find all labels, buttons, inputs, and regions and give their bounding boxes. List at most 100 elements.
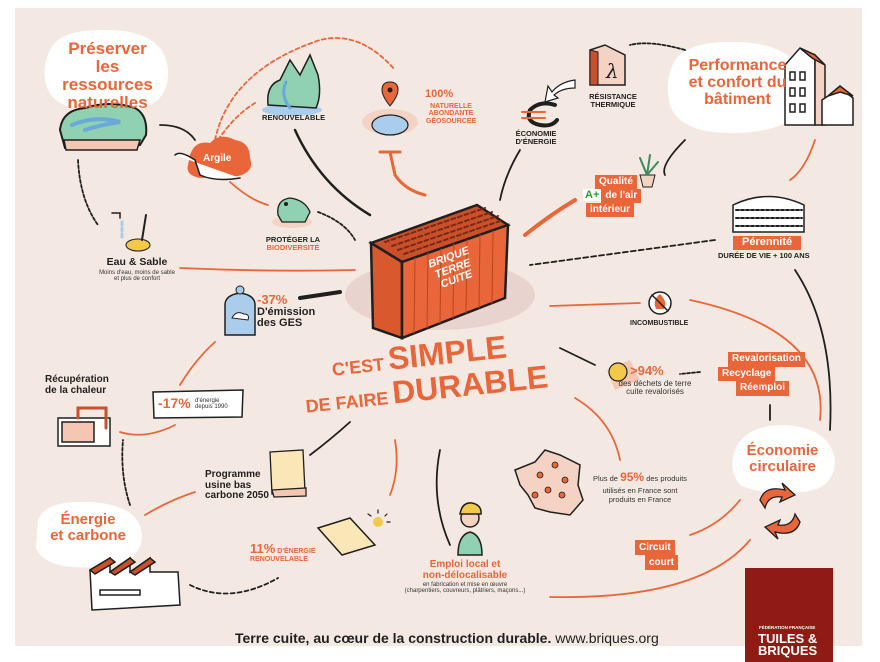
location-pin-icon <box>362 81 427 197</box>
programme-line: carbone 2050 <box>205 490 269 501</box>
slogan-part1: C'EST <box>330 354 386 380</box>
dechets-line1: des déchets de terre <box>618 379 692 388</box>
renouvelable-11-line1: D'ÉNERGIE <box>277 548 316 555</box>
footer: Terre cuite, au cœur de la construction … <box>235 631 659 646</box>
naturelle-text: NATURELLE ABONDANTE GÉOSOURCÉE <box>418 103 484 125</box>
qualite-line1: Qualité <box>595 175 637 189</box>
economie-energie-line1: ÉCONOMIE <box>515 129 557 138</box>
renouvelable-11-line2: RENOUVELABLE <box>250 555 308 563</box>
produits-prefix: Plus de <box>592 474 618 483</box>
revalorisation-item: Réemploi <box>736 381 790 396</box>
hand-icon <box>174 152 241 181</box>
economie-circulaire-title: Économie circulaire <box>735 443 830 475</box>
thermal-resistance-icon: λ <box>589 44 626 86</box>
circuit-line1: Circuit <box>635 540 675 555</box>
energie-carbone-title: Énergie et carbone <box>38 512 138 544</box>
biodiversite-line1: PROTÉGER LA <box>265 235 321 244</box>
biodiversite-label: PROTÉGER LA BIODIVERSITÉ <box>258 236 328 252</box>
bubble-preserver <box>44 29 169 113</box>
logo-line2: BRIQUES <box>758 643 818 659</box>
qualite-air-label: Qualité A+de l'air intérieur <box>583 175 642 217</box>
svg-text:λ: λ <box>605 59 619 83</box>
eau-sable-label: Eau & Sable Moins d'eau, moins de sable … <box>92 256 182 283</box>
perennite-label: Pérennité <box>733 233 802 250</box>
dechets-percent: >94% <box>630 363 664 378</box>
energie-17-line2: depuis 1990 <box>195 404 228 411</box>
recycle-icon <box>759 482 801 540</box>
performance-line: Performance <box>688 57 787 74</box>
economie-energie-line2: D'ÉNERGIE <box>515 136 557 146</box>
chaleur-line1: Récupération <box>45 374 109 385</box>
logo-top: FÉDÉRATION FRANÇAISE <box>759 625 816 630</box>
energie-17-text: d'énergie depuis 1990 <box>195 398 228 411</box>
naturelle-percent: 100% <box>425 88 454 100</box>
heat-recovery-icon <box>57 406 111 447</box>
produits-line3: produits en France <box>608 495 672 505</box>
houses-icon <box>784 47 854 126</box>
preserver-line: Préserver <box>68 39 147 58</box>
incombustible-icon <box>648 291 672 315</box>
air-grade-badge: A+ <box>583 189 602 201</box>
ges-line1: D'émission <box>257 305 316 318</box>
produits-france-text: Plus de 95% des produits utilisés en Fra… <box>585 470 695 505</box>
circuit-court-label: Circuit court <box>635 540 678 570</box>
solar-panel-icon <box>316 509 391 556</box>
bubble-circulaire <box>732 425 835 493</box>
chaleur-line2: de la chaleur <box>45 384 107 396</box>
curved-arrow-icon <box>544 79 576 103</box>
eau-sable-sub1: Moins d'eau, moins de sable <box>99 270 175 277</box>
energie-17-line1: d'énergie <box>195 398 220 404</box>
performance-line: bâtiment <box>704 90 771 108</box>
worker-icon <box>457 502 483 556</box>
ftb-logo: FÉDÉRATION FRANÇAISE TUILES & BRIQUES <box>745 568 833 662</box>
bubble-energie <box>36 501 142 568</box>
renouvelable-label: RENOUVELABLE <box>262 113 326 122</box>
eau-sable-title: Eau & Sable <box>106 256 168 268</box>
revalorisation-list: Revalorisation Recyclage Réemploi <box>718 352 805 396</box>
factory-icon <box>88 556 181 611</box>
footer-tagline: Terre cuite, au cœur de la construction … <box>235 630 552 646</box>
ges-label: -37% D'émission des GES <box>257 293 315 330</box>
resistance-label: RÉSISTANCE THERMIQUE <box>580 93 646 109</box>
performance-line: et confort du <box>688 73 787 91</box>
landscape-icon <box>58 103 148 151</box>
circuit-line2: court <box>645 555 678 570</box>
france-map-icon <box>514 449 584 516</box>
revalorisation-item: Revalorisation <box>728 352 805 367</box>
footer-url[interactable]: www.briques.org <box>555 630 659 646</box>
qualite-line2: de l'air <box>601 189 642 203</box>
argile-label: Argile <box>203 153 232 164</box>
renouvelable-11-label: 11% D'ÉNERGIE RENOUVELABLE <box>250 542 316 563</box>
circulaire-line: circulaire <box>749 457 816 475</box>
qualite-line3: intérieur <box>586 203 635 217</box>
resistance-line2: THERMIQUE <box>590 99 636 109</box>
mountains-icon <box>262 53 322 116</box>
emploi-line2: non-délocalisable <box>422 569 508 581</box>
chaleur-label: Récupération de la chaleur <box>45 374 109 396</box>
bubble-performance <box>667 41 806 134</box>
economie-energie-label: ÉCONOMIE D'ÉNERGIE <box>508 130 564 146</box>
naturelle-line: GÉOSOURCÉE <box>425 117 477 125</box>
euro-icon <box>521 101 559 128</box>
brick-illustration <box>345 203 535 340</box>
naturelle-line: ABONDANTE <box>428 110 474 118</box>
programme-line: Programme <box>205 469 261 480</box>
biodiversite-line2: BIODIVERSITÉ <box>266 242 320 252</box>
logo-text: TUILES & BRIQUES <box>758 632 818 659</box>
preserver-title: Préserver les ressources naturelles <box>50 40 165 111</box>
resistance-line1: RÉSISTANCE <box>589 92 637 101</box>
produits-suffix: des produits <box>646 474 688 483</box>
revalorisation-item: Recyclage <box>718 366 776 381</box>
map-pin-icons <box>531 461 569 499</box>
frog-icon <box>272 197 312 228</box>
programme-line: usine bas <box>205 479 252 491</box>
energie-carbone-line: Énergie <box>60 511 116 528</box>
energy-note-box <box>152 389 244 419</box>
energie-carbone-line: et carbone <box>50 526 126 544</box>
water-sand-icon <box>111 212 151 252</box>
dechets-line2: cuite revalorisés <box>626 387 684 397</box>
incombustible-label: INCOMBUSTIBLE <box>630 320 689 327</box>
ges-percent: -37% <box>257 292 288 307</box>
plant-icon <box>639 154 659 188</box>
produits-line2: utilisés en France sont <box>602 485 678 495</box>
